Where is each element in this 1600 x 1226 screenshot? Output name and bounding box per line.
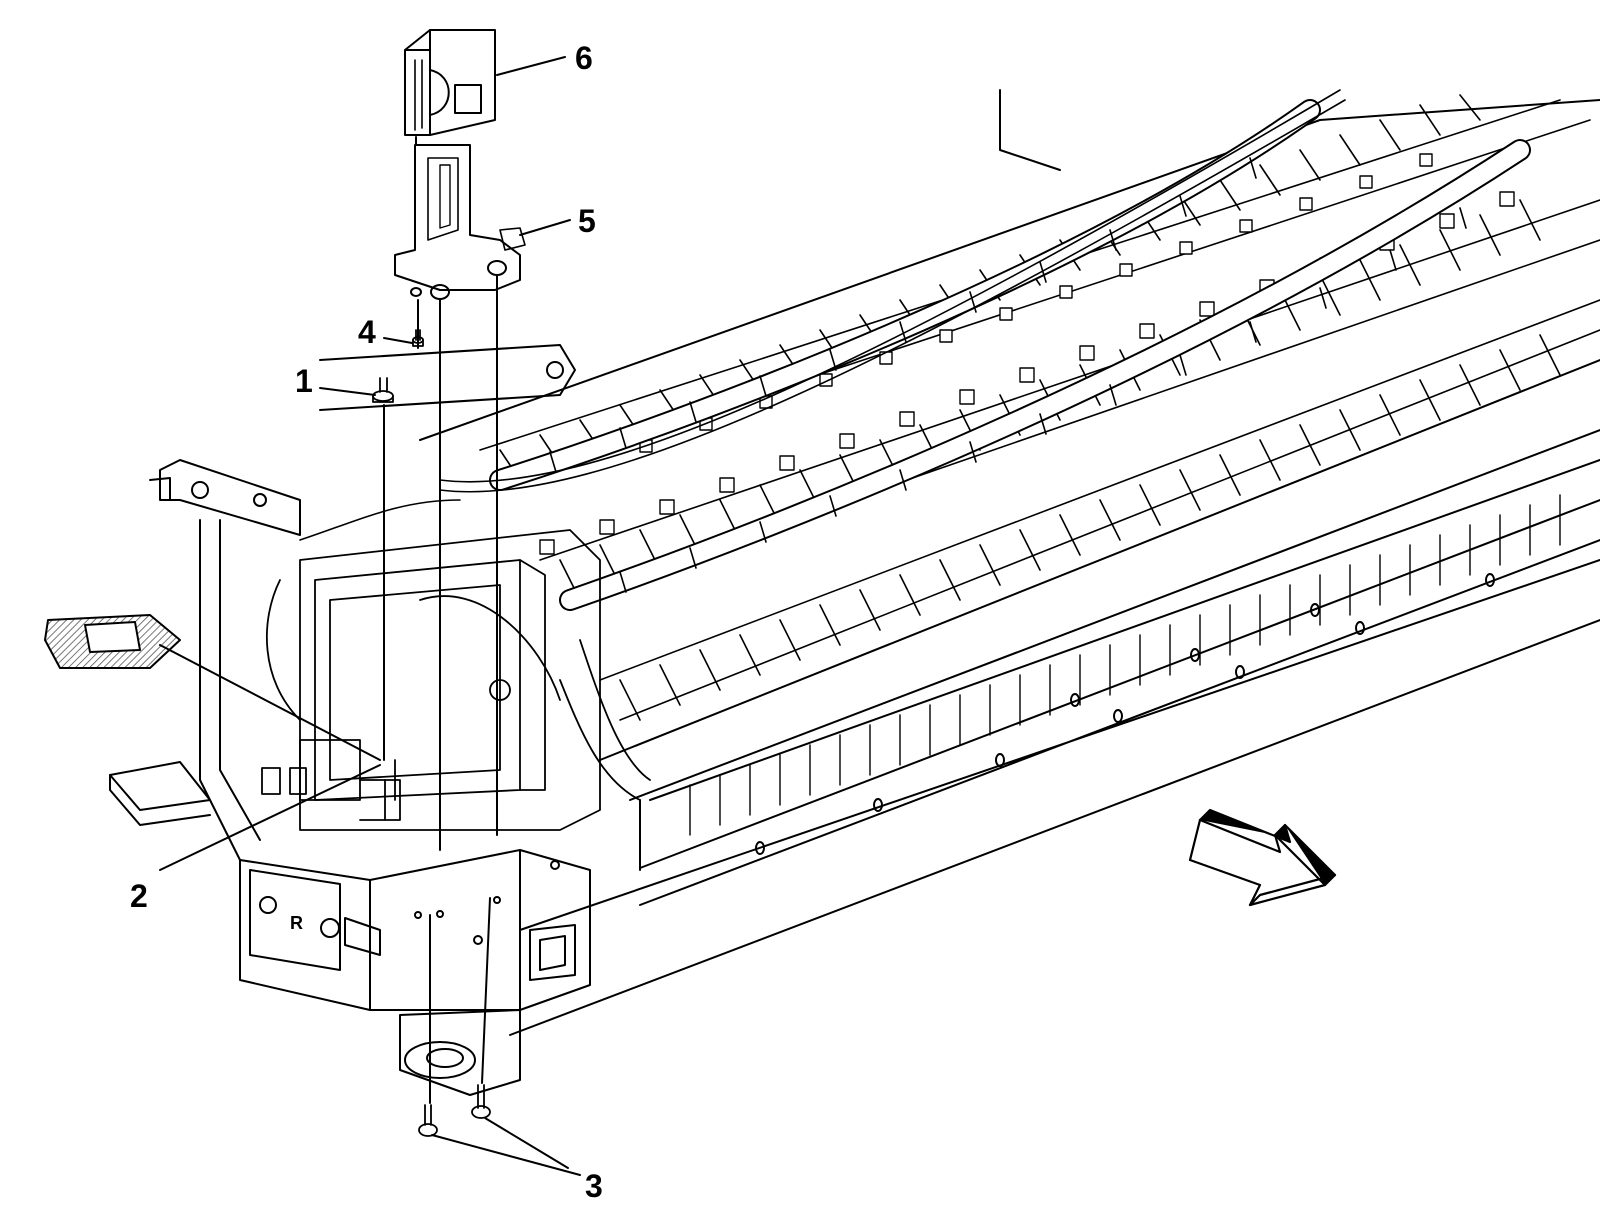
battery-tray-frame <box>109 344 1600 1096</box>
front-direction-arrow-icon <box>1188 808 1337 907</box>
callout-5: 5 <box>578 203 596 239</box>
callout-4: 4 <box>358 314 376 350</box>
callout-1: 1 <box>295 363 313 399</box>
callout-6: 6 <box>575 40 593 76</box>
end-plate-r-label: R <box>290 913 303 933</box>
front-end-interior <box>261 529 651 831</box>
component-5-bracket <box>394 144 526 300</box>
component-6-cover <box>404 29 496 136</box>
callout-2: 2 <box>130 878 148 914</box>
component-3-bolts <box>418 1084 491 1137</box>
leader-lines <box>159 56 581 1176</box>
coolant-tubes <box>299 89 1531 611</box>
callout-3: 3 <box>585 1168 603 1204</box>
assembly-guide-lines <box>159 136 498 1104</box>
component-1-nut <box>372 377 394 403</box>
component-2-pad <box>44 614 181 669</box>
